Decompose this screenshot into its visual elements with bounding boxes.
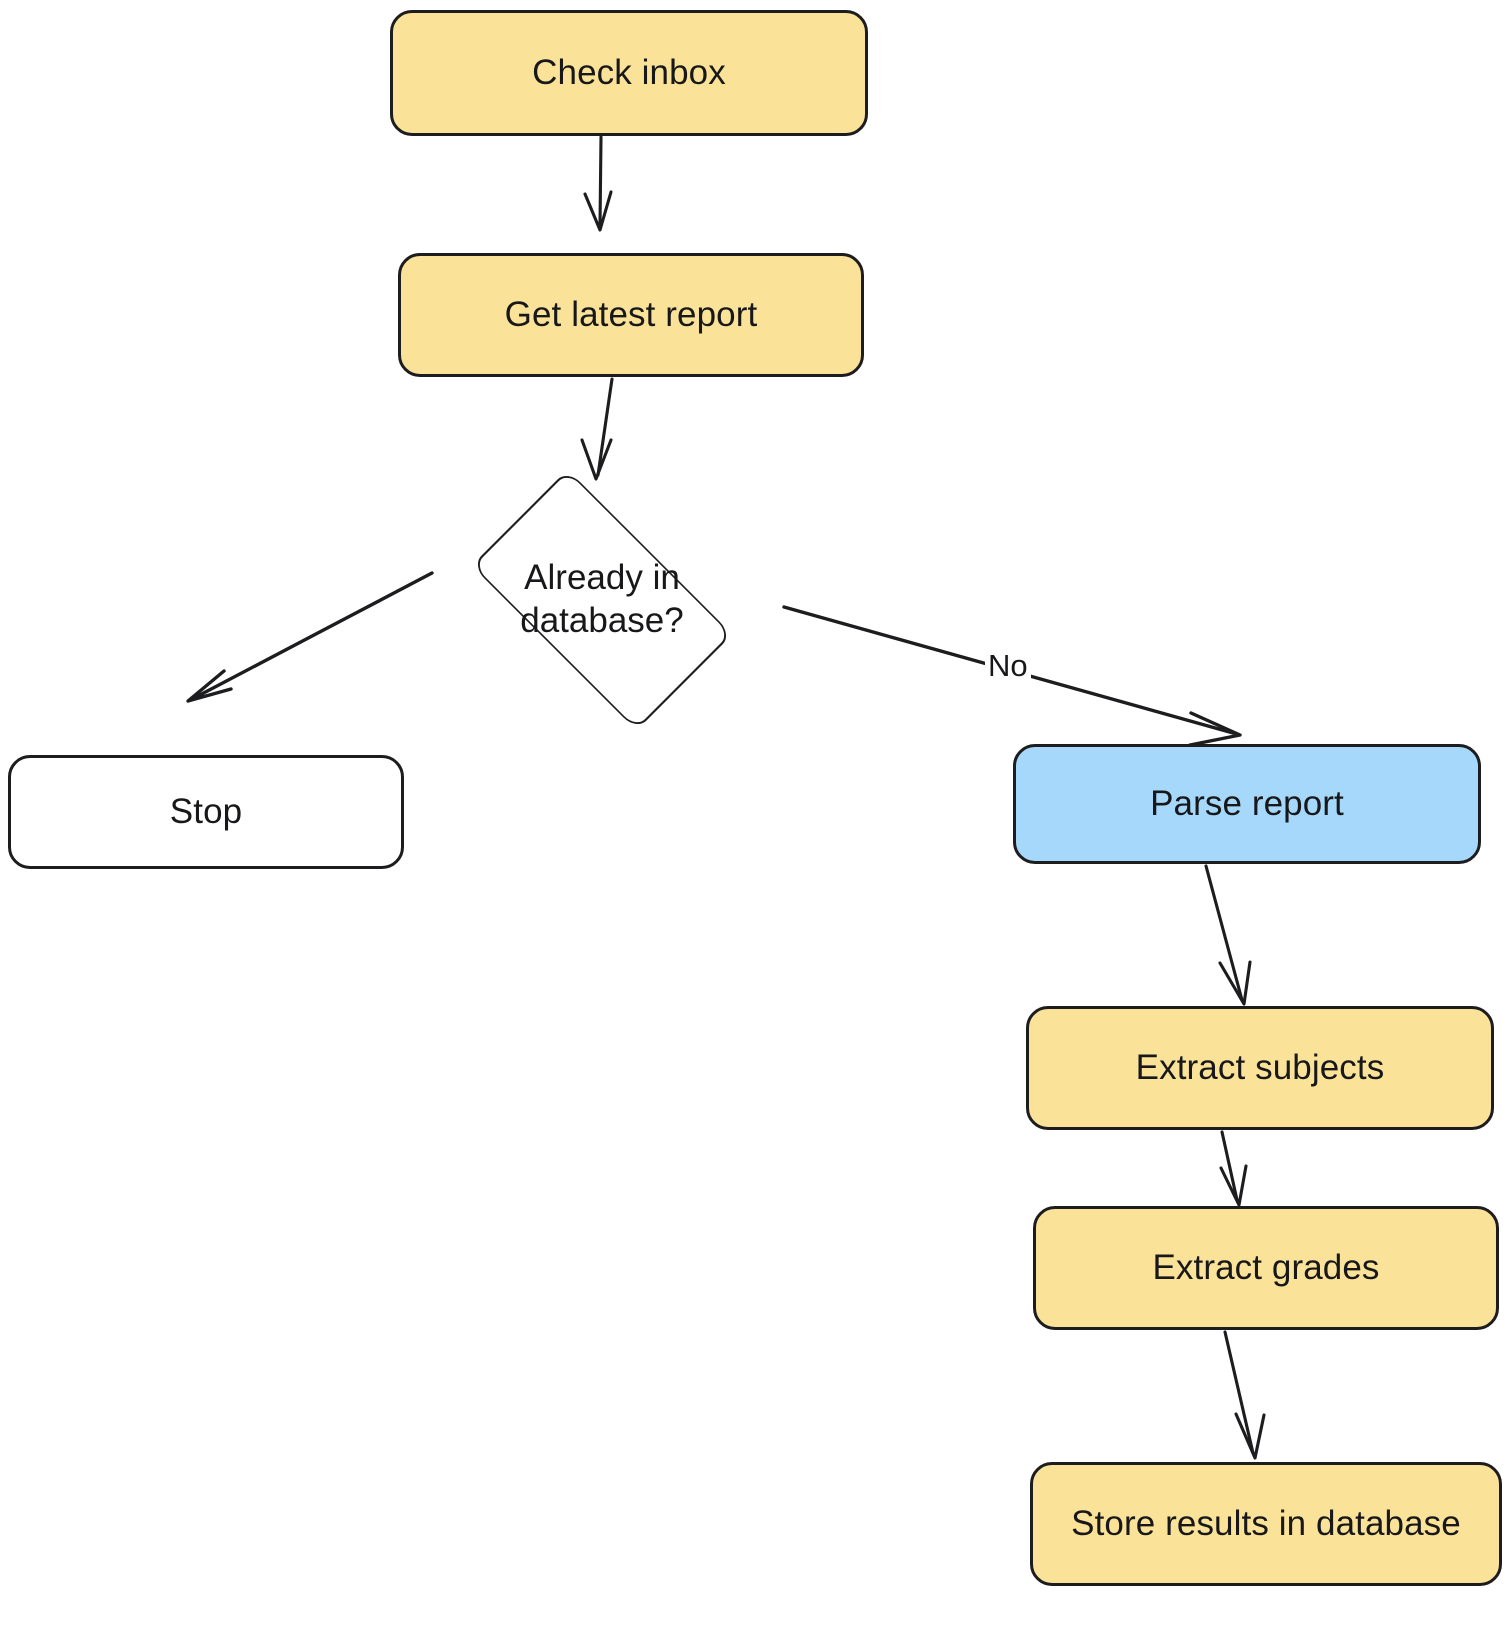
node-store-results-label: Store results in database [1071, 1504, 1461, 1544]
node-already-in-database[interactable]: Already in database? [437, 469, 767, 731]
node-parse-report[interactable]: Parse report [1013, 744, 1481, 864]
node-get-latest-report[interactable]: Get latest report [398, 253, 864, 377]
edge-extract-grades-to-store-results [1223, 1330, 1266, 1460]
node-check-inbox-label: Check inbox [532, 53, 726, 93]
node-stop-label: Stop [169, 792, 243, 832]
node-extract-grades[interactable]: Extract grades [1033, 1206, 1499, 1330]
node-extract-subjects[interactable]: Extract subjects [1026, 1006, 1494, 1130]
node-already-in-database-label: Already in database? [520, 558, 684, 640]
node-store-results[interactable]: Store results in database [1030, 1462, 1502, 1586]
node-check-inbox[interactable]: Check inbox [390, 10, 868, 136]
edge-get-report-to-decision [580, 377, 614, 481]
edge-decision-to-stop [186, 571, 434, 703]
edge-label-no: No [985, 648, 1031, 684]
node-parse-report-label: Parse report [1150, 784, 1344, 824]
node-extract-subjects-label: Extract subjects [1135, 1048, 1385, 1088]
node-extract-grades-label: Extract grades [1152, 1248, 1380, 1288]
node-stop[interactable]: Stop [8, 755, 404, 869]
node-get-latest-report-label: Get latest report [504, 295, 758, 335]
edge-check-inbox-to-get-report [583, 135, 613, 232]
edge-parse-report-to-extract-subjects [1204, 864, 1252, 1006]
edge-extract-subjects-to-extract-grades [1219, 1130, 1248, 1207]
